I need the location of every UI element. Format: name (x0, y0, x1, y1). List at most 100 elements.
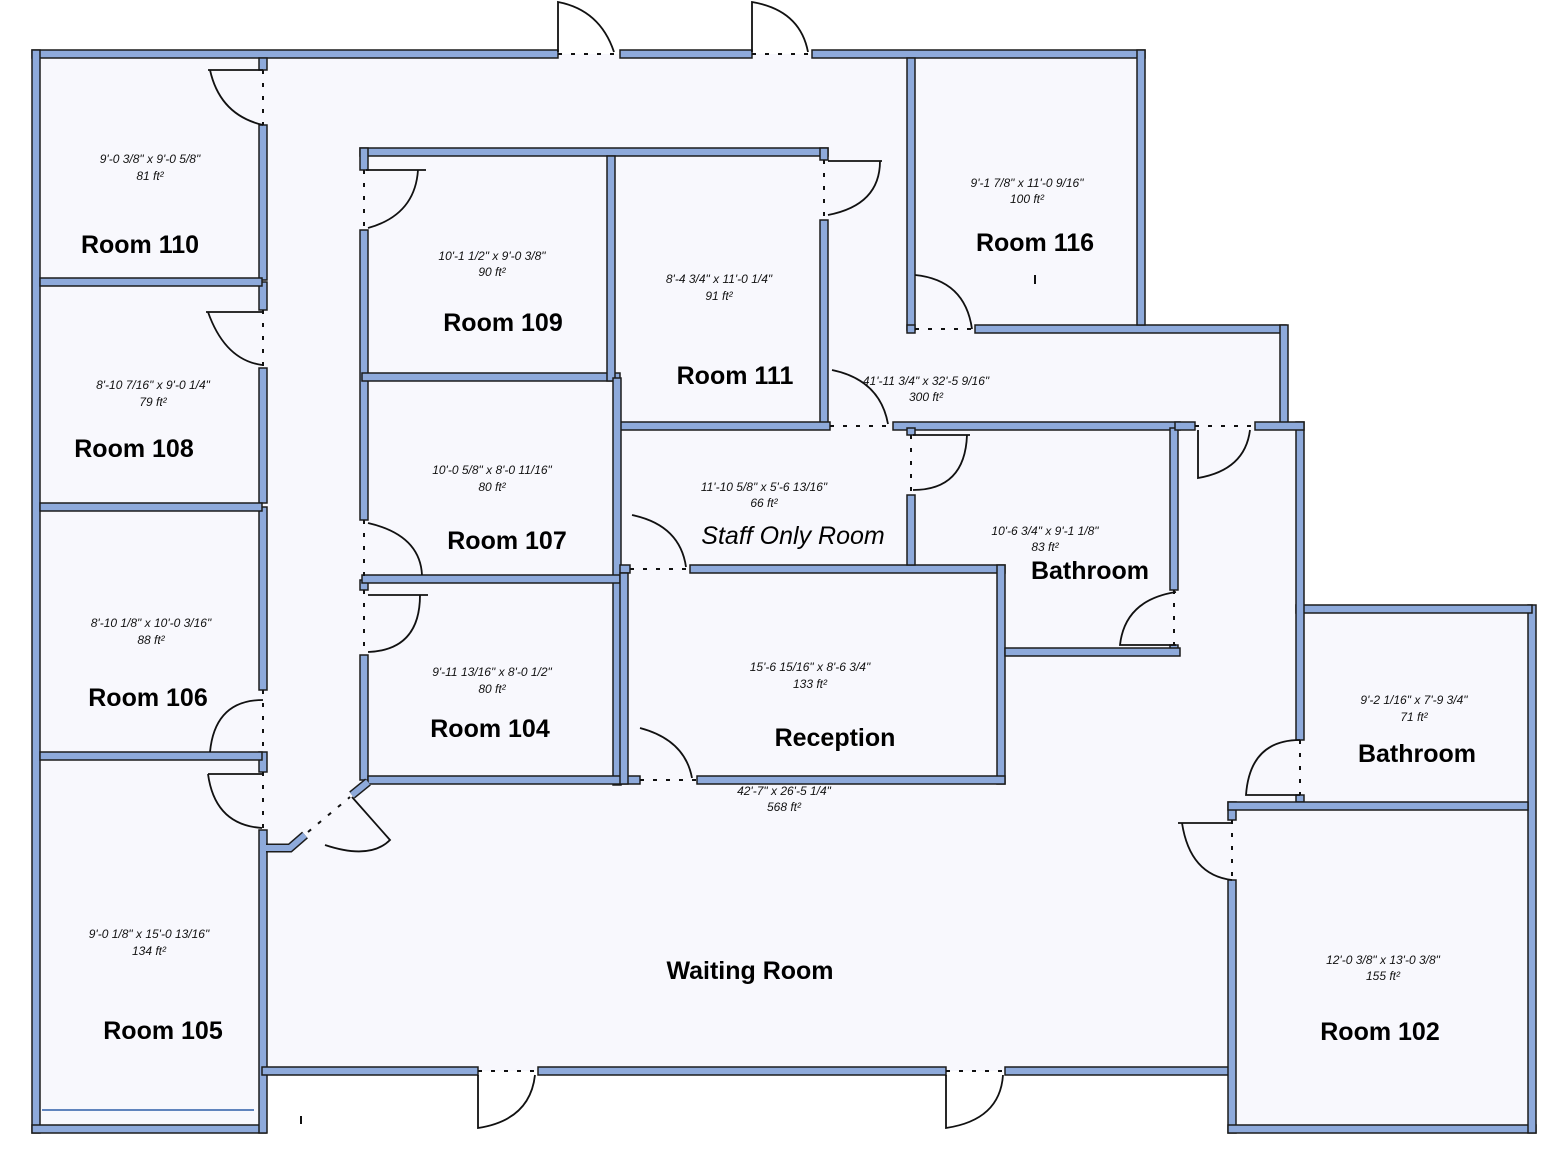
wall-segment (31, 49, 41, 1134)
door-swing (827, 160, 882, 216)
door-opening (307, 796, 351, 833)
wall-segment (619, 572, 629, 785)
floor-area (36, 54, 1532, 1129)
door-swing (1197, 429, 1251, 480)
door-swing (1178, 822, 1233, 881)
wall-segment (619, 564, 631, 574)
room-104-dims: 9'-11 13/16" x 8'-0 1/2" (432, 665, 552, 679)
bathroom-1-area: 83 ft² (1031, 540, 1059, 554)
wall-segment (1174, 421, 1196, 431)
door-swing (639, 727, 693, 779)
wall-segment (350, 779, 370, 798)
walls (31, 49, 1537, 1134)
wall-segment (906, 427, 916, 436)
wall-segment (1169, 427, 1179, 591)
wall-segment (258, 367, 268, 504)
door-swing (207, 773, 263, 829)
door-swing (914, 274, 973, 330)
wall-segment (1295, 604, 1533, 614)
room-116-label: Room 116 (976, 229, 1094, 257)
bathroom-1-dims: 10'-6 3/4" x 9'-1 1/8" (991, 524, 1099, 538)
room-110-area: 81 ft² (136, 169, 164, 183)
wall-segment (996, 564, 1006, 785)
door-swing (751, 0, 809, 53)
wall-segment (606, 155, 616, 382)
wall-segment (537, 1066, 947, 1076)
door-swing (324, 796, 392, 853)
room-105-area: 134 ft² (132, 944, 167, 958)
wall-segment (1295, 421, 1305, 741)
room-109-area: 90 ft² (478, 265, 506, 279)
wall-segment (619, 421, 831, 431)
wall-segment (819, 147, 829, 161)
wall-segment (258, 829, 268, 1134)
wall-segment (39, 751, 263, 761)
hallway-dims: 41'-11 3/4" x 32'-5 9/16" (863, 374, 990, 388)
wall-segment (1227, 879, 1237, 1134)
wall-segment (1527, 604, 1537, 1134)
door-swing (209, 699, 264, 753)
staff-room-label: Staff Only Room (701, 522, 884, 550)
door-swing (557, 0, 615, 53)
wall-segment (1227, 1124, 1537, 1134)
room-107-dims: 10'-0 5/8" x 8'-0 11/16" (432, 463, 552, 477)
waiting-room-label: Waiting Room (666, 957, 833, 985)
room-110-label: Room 110 (81, 231, 199, 259)
room-108-area: 79 ft² (139, 395, 167, 409)
wall-segment (689, 564, 1006, 574)
room-102-label: Room 102 (1320, 1018, 1439, 1046)
wall-segment (39, 277, 263, 287)
room-104-area: 80 ft² (478, 682, 506, 696)
wall-segment (974, 324, 1287, 334)
wall-segment (31, 1124, 267, 1134)
staff-room-dims: 11'-10 5/8" x 5'-6 13/16" (701, 480, 828, 494)
room-107-area: 80 ft² (478, 480, 506, 494)
wall-segment (31, 49, 559, 59)
room-109-label: Room 109 (443, 309, 562, 337)
wall-segment (1227, 801, 1529, 811)
wall-segment (906, 324, 916, 334)
room-106-label: Room 106 (88, 684, 207, 712)
room-labels: 9'-0 3/8" x 9'-0 5/8" 81 ft² Room 110 8'… (74, 152, 1476, 1046)
wall-segment (906, 57, 916, 331)
reception-dims: 15'-6 15/16" x 8'-6 3/4" (750, 660, 871, 674)
door-swing (945, 1074, 1004, 1130)
door-swing (206, 311, 263, 366)
door-swing (1245, 739, 1301, 796)
room-108-dims: 8'-10 7/16" x 9'-0 1/4" (96, 378, 211, 392)
door-swing (631, 514, 687, 568)
wall-segment (1254, 421, 1305, 431)
door-swing (367, 594, 428, 653)
waiting-room-dims: 42'-7" x 26'-5 1/4" (737, 784, 832, 798)
room-106-area: 88 ft² (137, 633, 165, 647)
wall-segment (696, 775, 1006, 785)
door-swing (367, 522, 423, 576)
room-105-label: Room 105 (103, 1017, 223, 1045)
wall-segment (1004, 1066, 1233, 1076)
door-swing (912, 434, 970, 491)
bathroom-2-dims: 9'-2 1/16" x 7'-9 3/4" (1360, 693, 1468, 707)
room-102-area: 155 ft² (1366, 969, 1401, 983)
wall-segment (1004, 647, 1181, 657)
wall-segment (367, 775, 641, 785)
reception-area: 133 ft² (793, 677, 828, 691)
room-110-dims: 9'-0 3/8" x 9'-0 5/8" (100, 152, 201, 166)
wall-segment (258, 57, 268, 71)
wall-segment (819, 219, 829, 429)
wall-segment (39, 502, 263, 512)
room-104-label: Room 104 (430, 715, 550, 743)
waiting-room-area: 568 ft² (767, 800, 802, 814)
room-106-dims: 8'-10 1/8" x 10'-0 3/16" (91, 616, 212, 630)
wall-segment (1279, 324, 1289, 429)
wall-segment (359, 147, 829, 157)
room-107-label: Room 107 (447, 527, 566, 555)
wall-segment (361, 372, 621, 382)
wall-segment (1295, 794, 1305, 803)
wall-segment (892, 421, 1181, 431)
room-111-dims: 8'-4 3/4" x 11'-0 1/4" (666, 272, 773, 286)
wall-segment (361, 574, 621, 584)
door-swing (366, 169, 426, 229)
staff-room-area: 66 ft² (750, 496, 778, 510)
bathroom-2-area: 71 ft² (1400, 710, 1428, 724)
